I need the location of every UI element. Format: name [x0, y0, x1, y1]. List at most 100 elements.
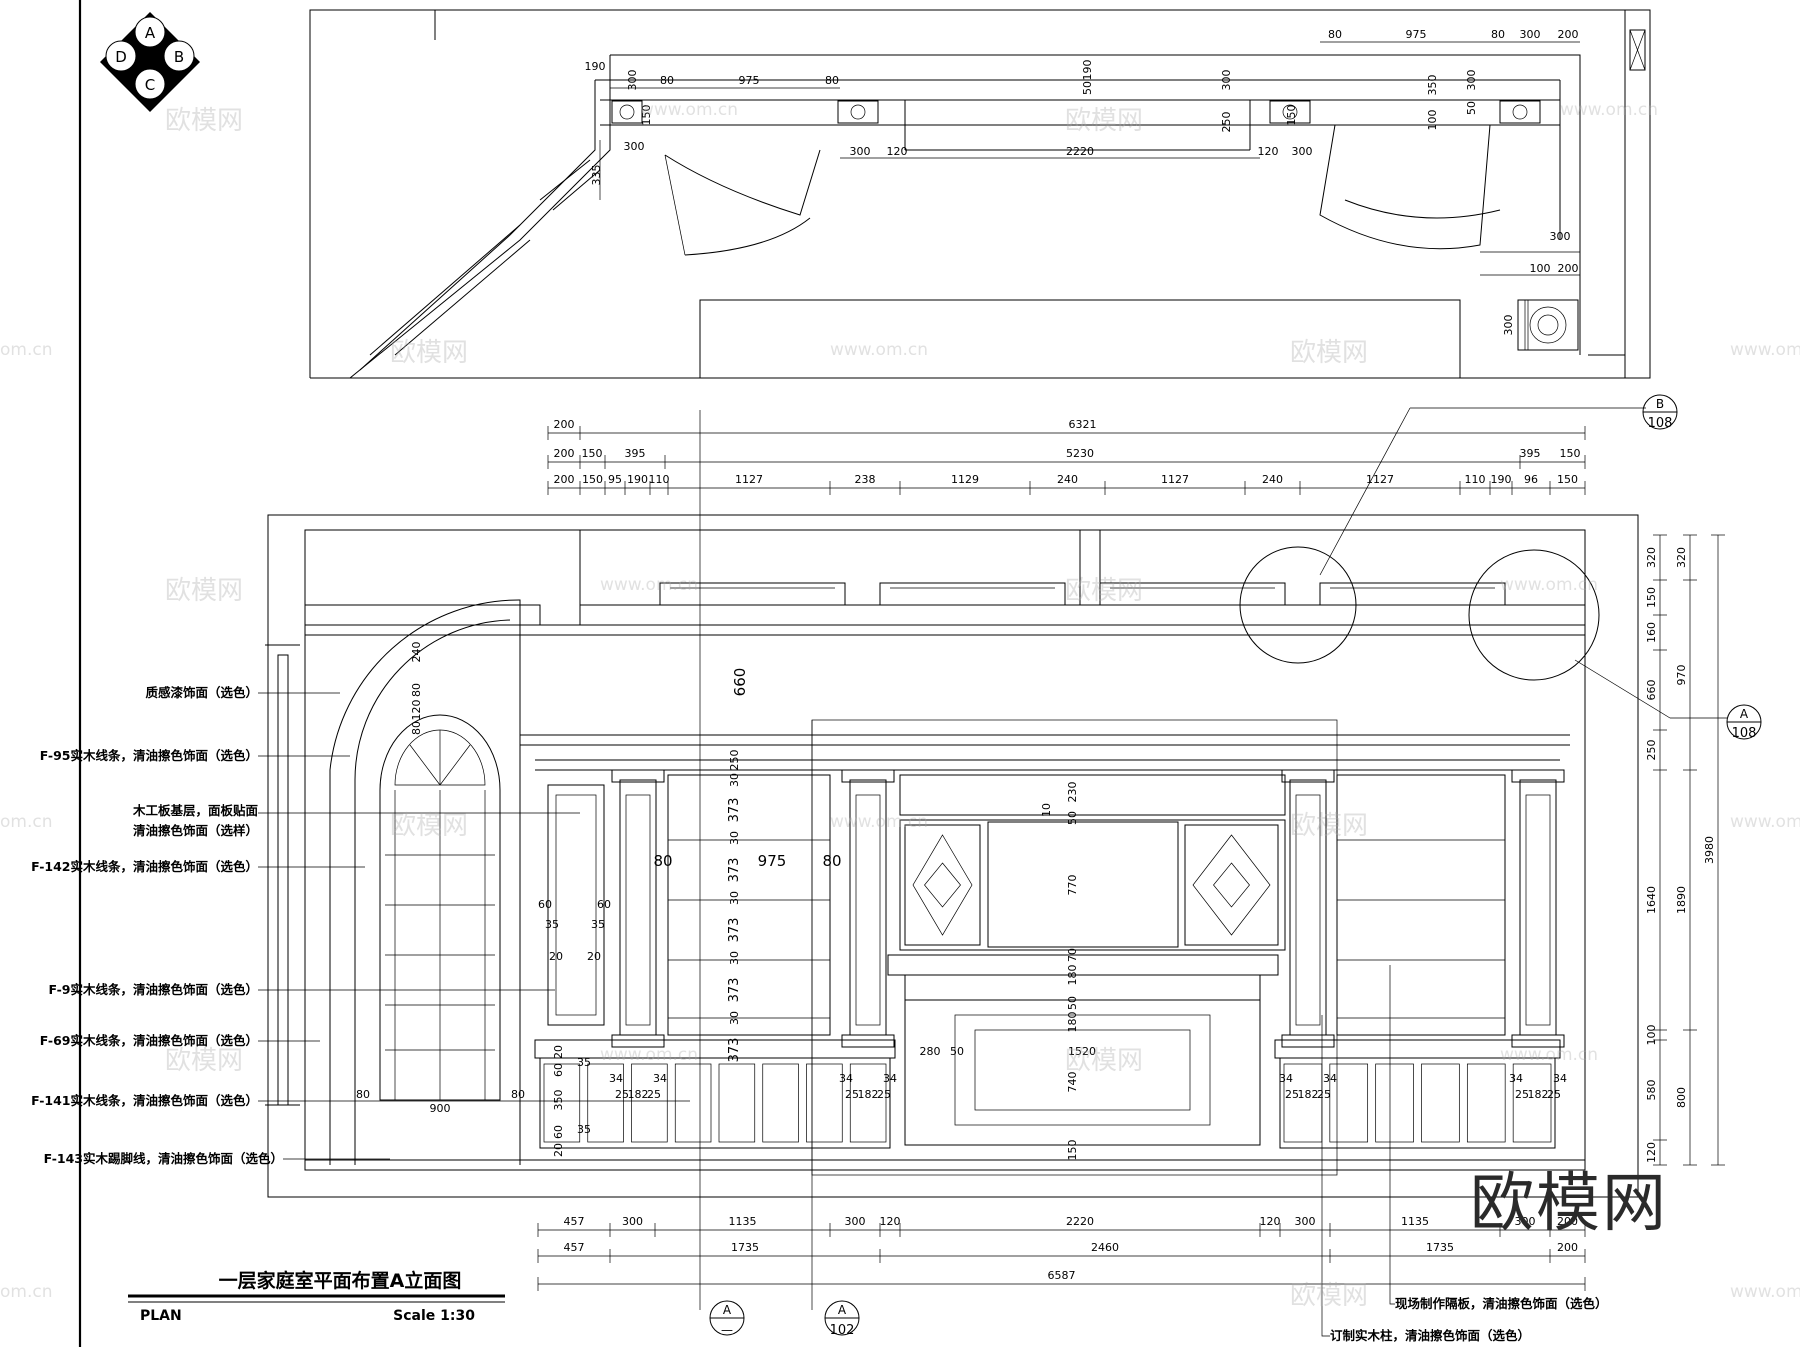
svg-text:102: 102	[830, 1323, 855, 1338]
cabinet-door	[631, 1063, 668, 1143]
column	[619, 779, 657, 1036]
svg-text:80: 80	[660, 74, 674, 87]
shelf-bay	[1336, 774, 1506, 1036]
dimension-label: 320	[1675, 547, 1688, 568]
diamond-panels	[904, 824, 1279, 946]
ceiling-tray	[1319, 582, 1506, 606]
svg-text:80: 80	[822, 852, 841, 870]
dimension-label: 5230	[1066, 447, 1094, 460]
dimension-label: 182	[858, 1088, 879, 1101]
dimension-label: 320	[1645, 547, 1658, 568]
svg-text:300: 300	[1292, 145, 1313, 158]
svg-text:60: 60	[552, 1125, 565, 1139]
dimension-label: 25	[877, 1088, 891, 1101]
cabinet-door	[674, 1063, 712, 1143]
note-f141: F-141实木线条，清油擦色饰面（选色）	[31, 1093, 258, 1108]
svg-text:180: 180	[1066, 965, 1079, 986]
ceiling-tray	[879, 582, 1066, 606]
dimension-label: 6587	[1048, 1269, 1076, 1282]
svg-text:35: 35	[591, 918, 605, 931]
column-capital	[1281, 769, 1335, 783]
detail-circle-b	[1239, 546, 1357, 664]
svg-text:900: 900	[430, 1102, 451, 1115]
cabinet-top	[1274, 1039, 1561, 1059]
svg-text:373: 373	[727, 798, 742, 823]
dimension-label: 34	[1553, 1072, 1567, 1085]
svg-text:300: 300	[1502, 315, 1515, 336]
svg-text:30: 30	[728, 891, 741, 905]
column-shaft	[1295, 794, 1321, 1026]
shelf-bay	[667, 774, 831, 1036]
dimension-label: 300	[1295, 1215, 1316, 1228]
dimension-label: 395	[625, 447, 646, 460]
svg-text:50: 50	[1465, 101, 1478, 115]
dimension-label: 200	[1557, 1215, 1578, 1228]
svg-text:250: 250	[728, 750, 741, 771]
svg-text:80: 80	[410, 683, 423, 697]
dimension-label: 580	[1645, 1080, 1658, 1101]
svg-text:20: 20	[552, 1143, 565, 1157]
scale-label: Scale 1:30	[393, 1308, 475, 1324]
svg-text:300: 300	[1520, 28, 1541, 41]
dimension-label: 182	[628, 1088, 649, 1101]
svg-text:35: 35	[577, 1056, 591, 1069]
columns-and-shelves	[611, 769, 1565, 1048]
plan-label: PLAN	[140, 1308, 182, 1324]
dimension-label: 200	[1557, 1241, 1578, 1254]
svg-text:80: 80	[356, 1088, 370, 1101]
svg-text:373: 373	[727, 1038, 742, 1063]
plan-view: 80 975 80 300 200 190 80 975 80 300 300 …	[309, 9, 1651, 379]
dimension-label: 34	[653, 1072, 667, 1085]
dimension-label: 1135	[729, 1215, 757, 1228]
dimension-label: 120	[1645, 1142, 1658, 1163]
svg-text:300: 300	[1550, 230, 1571, 243]
cabinet-door	[1466, 1063, 1506, 1143]
svg-text:373: 373	[727, 978, 742, 1003]
svg-text:30: 30	[728, 831, 741, 845]
title-block: 一层家庭室平面布置A立面图 PLAN Scale 1:30	[128, 1269, 505, 1324]
svg-text:80: 80	[511, 1088, 525, 1101]
base-cabinets	[534, 1039, 1561, 1149]
svg-text:100: 100	[1530, 262, 1551, 275]
panel-frame	[1184, 824, 1279, 946]
svg-text:300: 300	[1220, 70, 1233, 91]
svg-text:250: 250	[1220, 112, 1233, 133]
dimension-label: 150	[1557, 473, 1578, 486]
svg-text:200: 200	[1558, 28, 1579, 41]
svg-text:30: 30	[728, 1011, 741, 1025]
column-capital	[611, 769, 665, 783]
dimension-label: 1127	[1161, 473, 1189, 486]
svg-text:70: 70	[1066, 948, 1079, 962]
svg-text:120: 120	[410, 700, 423, 721]
ceiling-tray	[1099, 582, 1286, 606]
note-board-base: 木工板基层，面板贴面	[132, 803, 259, 818]
dimension-label: 34	[883, 1072, 897, 1085]
svg-text:35: 35	[545, 918, 559, 931]
dimension-label: 34	[1509, 1072, 1523, 1085]
svg-text:80: 80	[1491, 28, 1505, 41]
column-base	[1281, 1034, 1335, 1048]
dimension-label: 300	[622, 1215, 643, 1228]
cabinet-door	[806, 1063, 843, 1143]
dimension-label: 457	[564, 1241, 585, 1254]
dimension-label: 110	[1465, 473, 1486, 486]
callout-a-dash: A —	[709, 1300, 745, 1337]
svg-text:190: 190	[1081, 60, 1094, 81]
column-capital	[841, 769, 895, 783]
svg-text:120: 120	[887, 145, 908, 158]
detail-circle-a	[1468, 549, 1600, 681]
svg-text:A: A	[838, 1303, 847, 1317]
svg-text:350: 350	[552, 1090, 565, 1111]
svg-text:60: 60	[597, 898, 611, 911]
note-f143: F-143实木踢脚线，清油擦色饰面（选色）	[44, 1151, 283, 1166]
dimension-label: 250	[1645, 740, 1658, 761]
elevation-right-dimensions: 3201501606602501640100580120320970189080…	[1645, 534, 1725, 1166]
dimension-label: 1135	[1401, 1215, 1429, 1228]
compass-label-a: A	[145, 24, 156, 42]
svg-text:740: 740	[1066, 1072, 1079, 1093]
svg-text:190: 190	[585, 60, 606, 73]
dimension-label: 25	[845, 1088, 859, 1101]
svg-text:20: 20	[549, 950, 563, 963]
cabinet-body	[1279, 1057, 1556, 1149]
